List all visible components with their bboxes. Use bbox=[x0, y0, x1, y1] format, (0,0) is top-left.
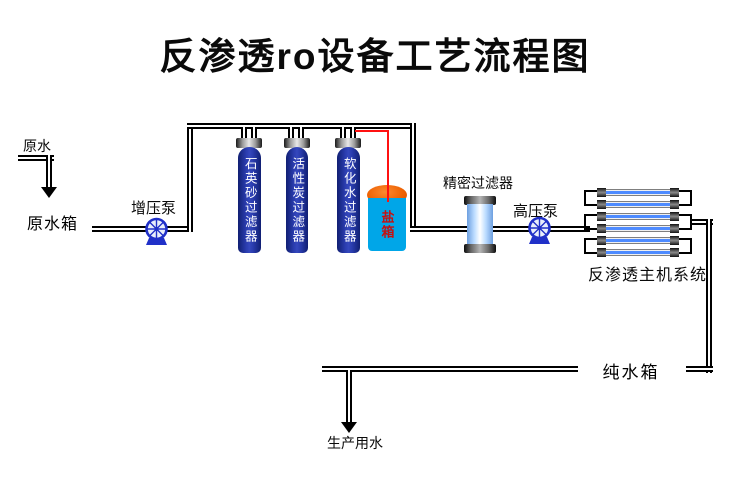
brine-line-h bbox=[355, 130, 389, 132]
ro-membrane-tube bbox=[597, 188, 679, 197]
ro-membrane-tube bbox=[597, 236, 679, 245]
ro-manifold bbox=[676, 238, 692, 254]
precision-filter-top-cap bbox=[464, 196, 496, 205]
pipe-stub bbox=[298, 127, 304, 142]
pipe-into-pure-tank bbox=[686, 366, 713, 372]
filter-flange bbox=[284, 138, 310, 148]
activated-carbon-filter-label: 活性炭过滤器 bbox=[290, 156, 305, 244]
pipe-raw-water-inlet-h bbox=[18, 155, 54, 161]
high-pressure-pump-icon bbox=[528, 216, 551, 244]
high-pressure-pump-label: 高压泵 bbox=[513, 203, 559, 220]
salt-box: 盐箱 bbox=[368, 198, 406, 251]
softened-water-filter-label: 软化水过滤器 bbox=[341, 156, 356, 244]
pure-water-tank-label: 纯水箱 bbox=[593, 357, 669, 383]
pipe-mid-run bbox=[410, 226, 590, 232]
pipe-down-elbow bbox=[410, 123, 416, 232]
arrow-down-icon bbox=[341, 422, 357, 433]
quartz-sand-filter-label: 石英砂过滤器 bbox=[242, 156, 257, 244]
pipe-tank-to-booster bbox=[92, 226, 192, 232]
ro-membrane-tube bbox=[597, 212, 679, 221]
quartz-sand-filter: 石英砂过滤器 bbox=[238, 147, 261, 253]
pipe-ro-outlet bbox=[690, 219, 713, 225]
pipe-stub bbox=[350, 127, 356, 142]
precision-filter bbox=[467, 204, 493, 245]
pipe-right-drop bbox=[706, 219, 712, 373]
ro-manifold bbox=[676, 190, 692, 206]
booster-pump-label: 增压泵 bbox=[131, 200, 177, 217]
ro-manifold bbox=[584, 190, 600, 206]
filter-flange bbox=[236, 138, 262, 148]
activated-carbon-filter: 活性炭过滤器 bbox=[286, 147, 308, 253]
precision-filter-bottom-cap bbox=[464, 244, 496, 253]
booster-pump-icon bbox=[145, 217, 168, 245]
salt-box-label: 盐箱 bbox=[379, 209, 395, 240]
ro-membrane-tube bbox=[597, 224, 679, 233]
pipe-raw-water-inlet-v bbox=[46, 155, 52, 189]
pipe-stub bbox=[241, 127, 247, 142]
pipe-riser bbox=[187, 123, 193, 232]
production-water-label: 生产用水 bbox=[327, 435, 383, 451]
filter-flange bbox=[335, 138, 361, 148]
raw-water-label: 原水 bbox=[23, 138, 51, 154]
page-title: 反渗透ro设备工艺流程图 bbox=[159, 36, 591, 77]
softened-water-filter: 软化水过滤器 bbox=[337, 147, 360, 253]
precision-filter-label: 精密过滤器 bbox=[443, 175, 513, 191]
pipe-pure-tank-outlet bbox=[322, 366, 578, 372]
raw-water-tank: 原水箱 bbox=[12, 196, 93, 248]
pipe-stub bbox=[340, 127, 346, 142]
pipe-stub bbox=[288, 127, 294, 142]
raw-water-tank-label: 原水箱 bbox=[26, 216, 78, 233]
ro-membrane-tube bbox=[597, 200, 679, 209]
pipe-production-drop bbox=[346, 370, 352, 424]
ro-manifold bbox=[676, 214, 692, 230]
arrow-down-icon bbox=[41, 187, 57, 198]
ro-membrane-tube bbox=[597, 248, 679, 257]
ro-manifold bbox=[584, 214, 600, 230]
pipe-stub bbox=[251, 127, 257, 142]
brine-line-v bbox=[387, 130, 389, 202]
ro-system-label: 反渗透主机系统 bbox=[588, 267, 708, 284]
ro-manifold bbox=[584, 238, 600, 254]
